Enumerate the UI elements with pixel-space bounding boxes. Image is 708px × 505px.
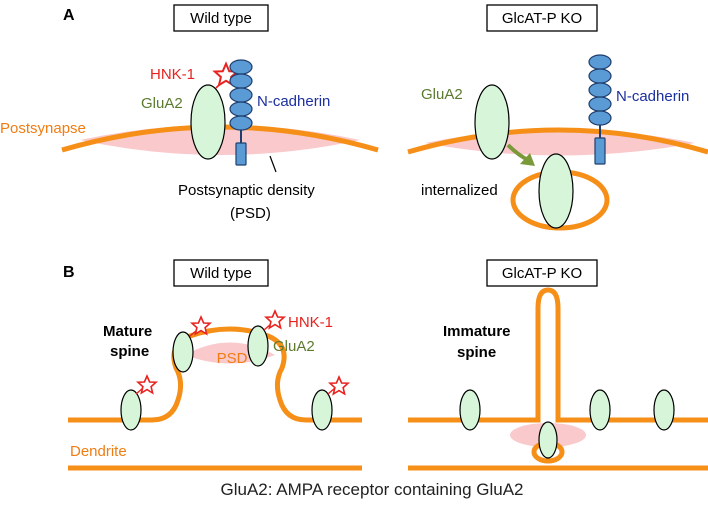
panel-b-immature-label-line2: spine <box>457 344 496 361</box>
panel-b-ko-title-text: GlcAT-P KO <box>502 265 582 282</box>
panel-b-psd-label: PSD <box>217 350 248 367</box>
glua2-receptor <box>459 389 481 431</box>
panel-b-dendrite-label: Dendrite <box>70 443 127 460</box>
n-cadherin <box>229 59 253 166</box>
psd-pointer <box>269 155 277 173</box>
panel-a-internalized-label: internalized <box>421 182 498 199</box>
glua2-receptor <box>589 389 611 431</box>
panel-a-ko-postsynapse <box>407 54 708 231</box>
panel-a-wildtype-title: Wild type <box>173 4 269 32</box>
panel-b-mature-label-line2: spine <box>110 343 149 360</box>
glua2-receptor <box>538 421 558 459</box>
figure-caption: GluA2: AMPA receptor containing GluA2 <box>220 480 523 499</box>
immature-spine-membrane <box>408 287 708 423</box>
panel-b-wildtype-dendrite <box>68 310 362 471</box>
internalized-glua2-receptor <box>538 153 574 229</box>
postsynaptic-membrane <box>407 127 708 155</box>
n-cadherin <box>588 54 612 165</box>
panel-a-wildtype-title-text: Wild type <box>190 10 252 27</box>
glua2-receptor <box>311 389 333 431</box>
panel-a-glua2-label: GluA2 <box>141 95 183 112</box>
panel-a-postsynapse-label: Postsynapse <box>0 120 86 137</box>
panel-b-ko-title: GlcAT-P KO <box>486 259 598 287</box>
panel-a-psd-label-line1: Postsynaptic density <box>178 182 315 199</box>
panel-b-wildtype-title-text: Wild type <box>190 265 252 282</box>
panel-a-ko-glua2-label: GluA2 <box>421 86 463 103</box>
glua2-receptor <box>474 84 510 160</box>
glua2-receptor <box>653 389 675 431</box>
glua2-receptor <box>172 331 194 373</box>
psd-region <box>425 129 695 156</box>
panel-b-immature-label-line1: Immature <box>443 323 511 340</box>
panel-a-wildtype-postsynapse <box>61 59 379 173</box>
internalization-arrowhead <box>520 153 535 166</box>
panel-b-wildtype-title: Wild type <box>173 259 269 287</box>
panel-a-hnk1-label: HNK-1 <box>150 66 195 83</box>
hnk1-star-icon <box>329 376 349 395</box>
panel-b-glua2-label: GluA2 <box>273 338 315 355</box>
panel-b-hnk1-label: HNK-1 <box>288 314 333 331</box>
panel-a-ko-title: GlcAT-P KO <box>486 4 598 32</box>
panel-a-ko-title-text: GlcAT-P KO <box>502 10 582 27</box>
panel-b-letter: B <box>63 264 75 281</box>
panel-a-letter: A <box>63 7 75 24</box>
panel-b-ko-dendrite <box>408 287 708 471</box>
mature-spine-membrane <box>68 326 362 423</box>
panel-b-mature-label-line1: Mature <box>103 323 152 340</box>
panel-a-ko-ncadherin-label: N-cadherin <box>616 88 689 105</box>
glua2-receptor <box>247 325 269 367</box>
glua2-receptor <box>190 84 226 160</box>
glua2-receptor <box>120 389 142 431</box>
panel-a-ncadherin-label: N-cadherin <box>257 93 330 110</box>
panel-a-psd-label-line2: (PSD) <box>230 205 271 222</box>
